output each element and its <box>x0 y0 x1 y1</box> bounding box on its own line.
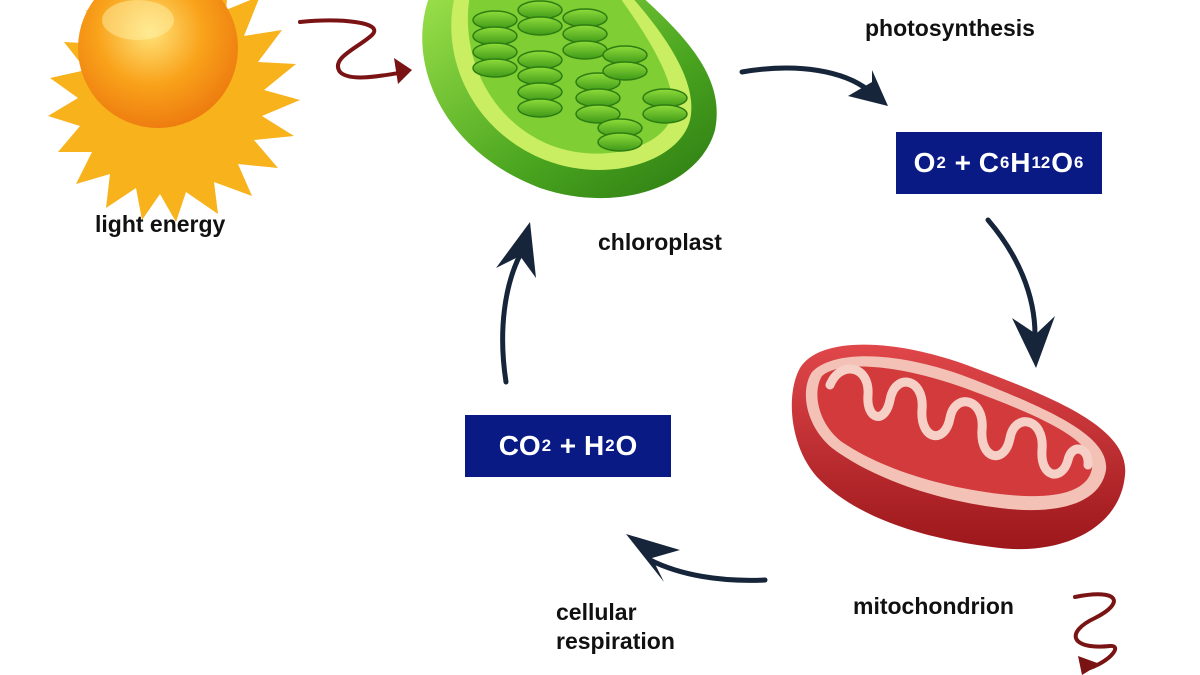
formula-h: H <box>1010 147 1031 178</box>
cycle-arrows <box>496 65 1055 583</box>
respiration-label-line: respiration <box>556 627 675 654</box>
formula-co-sub: 2 <box>541 436 552 455</box>
formula-plus: + <box>552 430 584 461</box>
energy-release-arrow <box>1073 592 1118 675</box>
mitochondrion-illustration <box>791 344 1126 550</box>
arrow-to-chloroplast <box>496 222 536 385</box>
chloroplast-label: chloroplast <box>598 229 722 255</box>
cellular-label-line: cellular <box>556 599 637 625</box>
arrow-to-mitochondrion <box>985 217 1055 368</box>
mitochondrion-label: mitochondrion <box>853 593 1014 619</box>
formula-o2-sub: 6 <box>1073 153 1084 172</box>
light-energy-label: light energy <box>95 211 226 237</box>
chloroplast-illustration <box>422 0 717 199</box>
formula-o-sub: 2 <box>936 153 946 172</box>
formula-c: C <box>978 147 999 178</box>
formula-plus: + <box>946 147 979 178</box>
formula-o2: O <box>1051 147 1073 178</box>
thylakoid-stacks <box>472 0 688 152</box>
formula-h-sub: 2 <box>605 436 615 455</box>
formula-o: O <box>615 430 638 461</box>
cellular-respiration-label: cellular respiration <box>556 598 675 656</box>
arrow-to-reactants <box>626 534 768 583</box>
formula-h-sub: 12 <box>1031 153 1051 172</box>
cristae <box>825 364 1093 479</box>
photosynthesis-label: photosynthesis <box>865 15 1035 41</box>
formula-co: CO <box>498 430 541 461</box>
formula-c-sub: 6 <box>999 153 1010 172</box>
arrow-to-products <box>739 65 888 106</box>
sun-icon <box>48 0 300 222</box>
formula-o: O <box>913 147 936 178</box>
formula-h: H <box>583 430 605 461</box>
light-energy-arrow <box>298 18 412 84</box>
